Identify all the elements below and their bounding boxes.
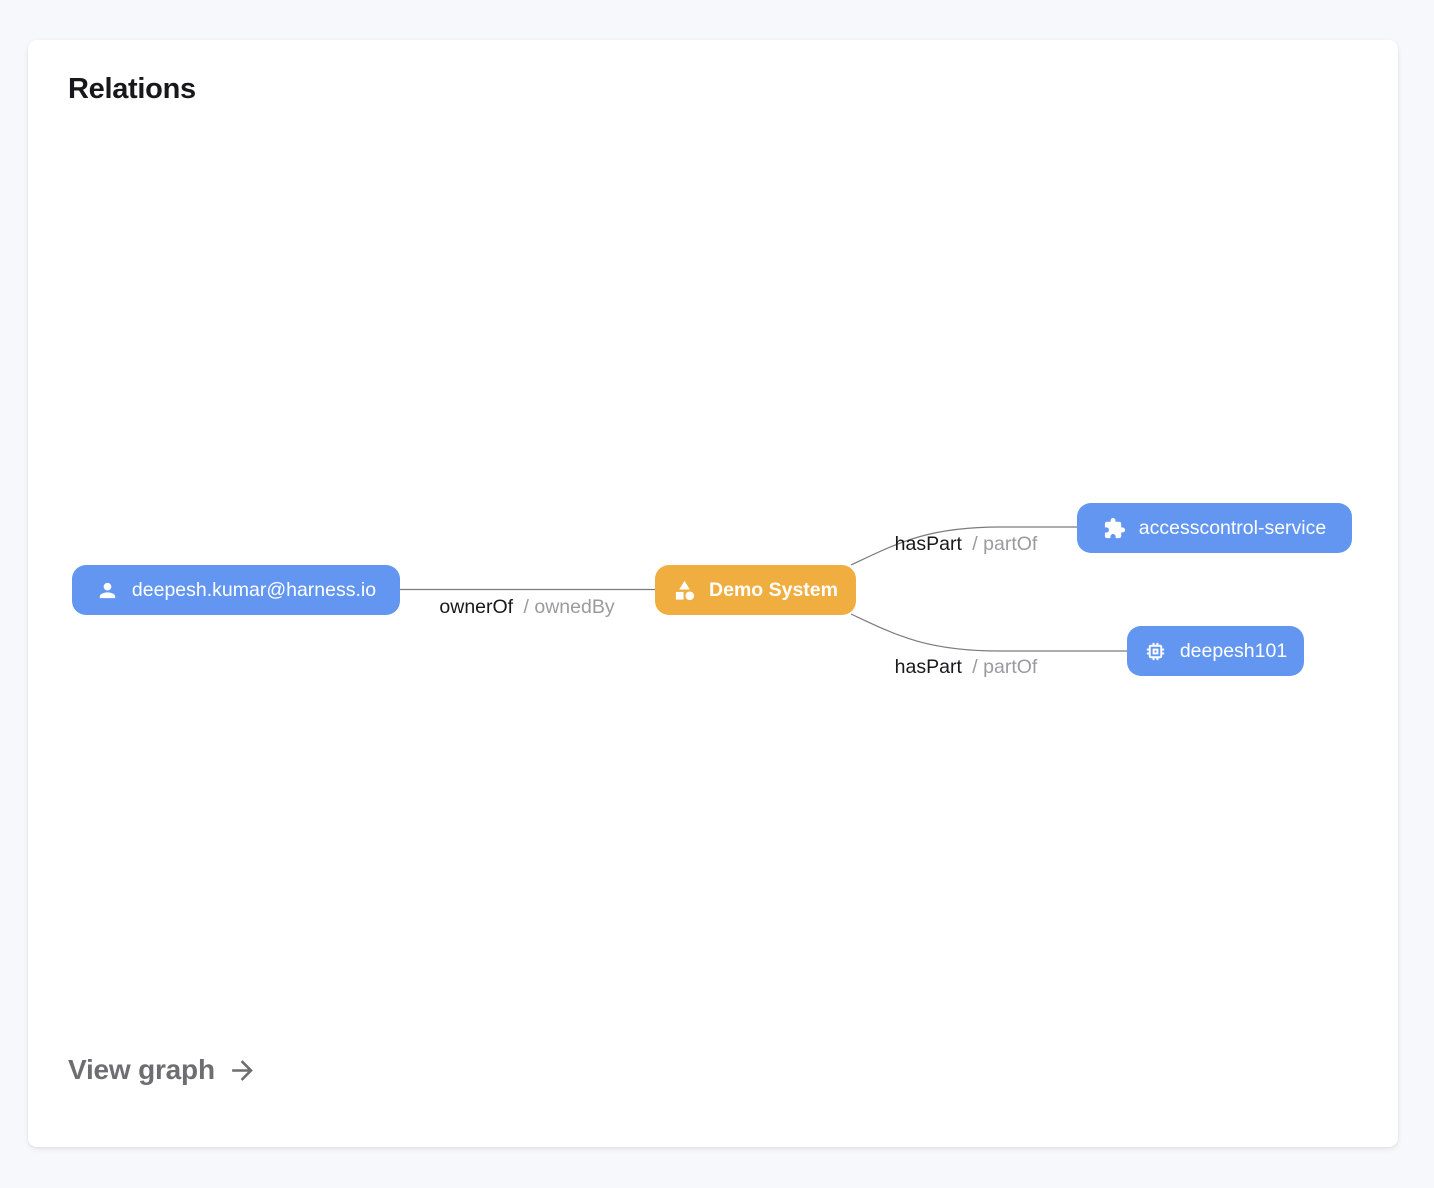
node-system[interactable]: Demo System bbox=[655, 565, 856, 615]
edge-label-secondary: / partOf bbox=[972, 656, 1038, 678]
relations-card: Relations ownerOf / ownedBy hasPart / pa… bbox=[28, 40, 1398, 1147]
node-label: Demo System bbox=[709, 578, 838, 601]
relations-graph: ownerOf / ownedBy hasPart / partOf hasPa… bbox=[28, 40, 1398, 1147]
memory-icon bbox=[1144, 640, 1167, 663]
card-title: Relations bbox=[68, 73, 196, 105]
node-user[interactable]: deepesh.kumar@harness.io bbox=[72, 565, 400, 615]
edge-haspart-bottom bbox=[850, 613, 1132, 652]
person-icon bbox=[96, 579, 119, 602]
edge-label-haspart-top: hasPart / partOf bbox=[895, 533, 1038, 556]
graph-edges bbox=[400, 526, 1132, 652]
category-icon bbox=[673, 579, 696, 602]
node-label: accesscontrol-service bbox=[1138, 516, 1327, 539]
edge-label-ownerof: ownerOf / ownedBy bbox=[439, 596, 614, 619]
node-label: deepesh101 bbox=[1179, 639, 1288, 662]
edge-label-primary: hasPart bbox=[894, 533, 962, 555]
node-component[interactable]: deepesh101 bbox=[1127, 626, 1304, 676]
edge-haspart-top bbox=[850, 526, 1084, 566]
node-label: deepesh.kumar@harness.io bbox=[131, 578, 377, 601]
node-service[interactable]: accesscontrol-service bbox=[1077, 503, 1352, 553]
edge-label-secondary: / ownedBy bbox=[523, 596, 615, 618]
arrow-right-icon bbox=[232, 1059, 253, 1081]
edge-label-haspart-bottom: hasPart / partOf bbox=[895, 656, 1038, 679]
extension-icon bbox=[1103, 517, 1126, 540]
view-graph-link[interactable]: View graph bbox=[68, 1054, 258, 1086]
view-graph-label: View graph bbox=[68, 1054, 215, 1085]
edge-label-primary: hasPart bbox=[894, 656, 962, 678]
edge-label-secondary: / partOf bbox=[972, 533, 1038, 555]
edge-label-primary: ownerOf bbox=[439, 596, 514, 618]
